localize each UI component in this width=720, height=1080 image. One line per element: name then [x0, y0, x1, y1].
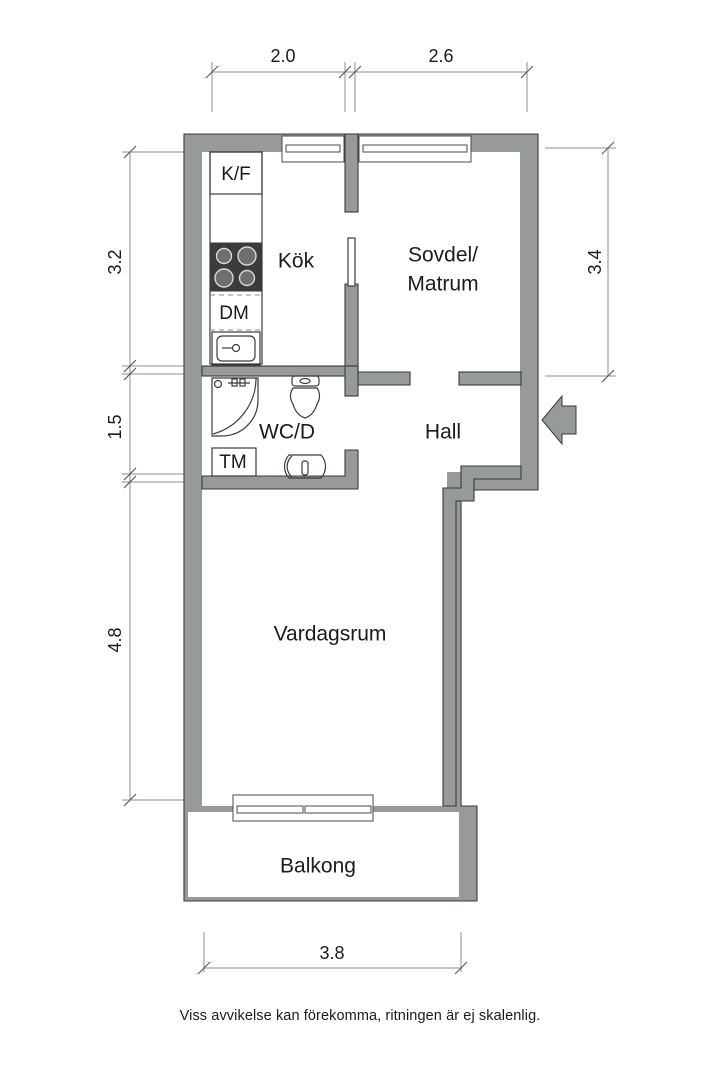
- kitchen-sink-icon: [211, 331, 261, 366]
- room-label-balkong: Balkong: [280, 855, 356, 878]
- room-label-sovdel-1: Sovdel/: [408, 244, 478, 267]
- toilet-icon: [289, 375, 321, 419]
- appliance-label-dishwasher: DM: [219, 303, 249, 324]
- room-label-vardagsrum: Vardagsrum: [274, 623, 387, 646]
- appliance-label-fridge-freezer: K/F: [221, 164, 251, 185]
- entrance-arrow: [541, 394, 577, 446]
- appliance-label-washing-machine: TM: [219, 452, 246, 473]
- interior-walls: [201, 133, 522, 807]
- shower-icon: [211, 377, 259, 437]
- dimension-top-1: 2.0: [270, 46, 295, 66]
- right-dimension-group: 3.4: [545, 141, 616, 383]
- bottom-dimension-group: 3.8: [197, 932, 468, 975]
- washbasin-icon: [283, 454, 327, 479]
- kitchen-units: [209, 151, 263, 366]
- room-label-kok: Kök: [278, 250, 315, 273]
- dimension-left-1: 3.2: [105, 249, 125, 274]
- window-balcony-door: [232, 794, 374, 822]
- room-label-sovdel-2: Matrum: [407, 273, 478, 296]
- room-label-hall: Hall: [425, 421, 461, 444]
- footer-disclaimer: Viss avvikelse kan förekomma, ritningen …: [179, 1008, 541, 1024]
- window-kitchen: [281, 135, 345, 163]
- dimension-right-1: 3.4: [585, 249, 605, 274]
- dimension-bottom-1: 3.8: [319, 943, 344, 963]
- door-kok-sovdel: [347, 237, 356, 287]
- top-dimension-group: 2.0 2.6: [205, 46, 534, 112]
- window-bedroom: [358, 135, 472, 163]
- dimension-left-2: 1.5: [105, 414, 125, 439]
- dimension-top-2: 2.6: [428, 46, 453, 66]
- dimension-left-3: 4.8: [105, 627, 125, 652]
- washing-machine-unit: [211, 447, 257, 477]
- room-label-wc: WC/D: [259, 421, 315, 444]
